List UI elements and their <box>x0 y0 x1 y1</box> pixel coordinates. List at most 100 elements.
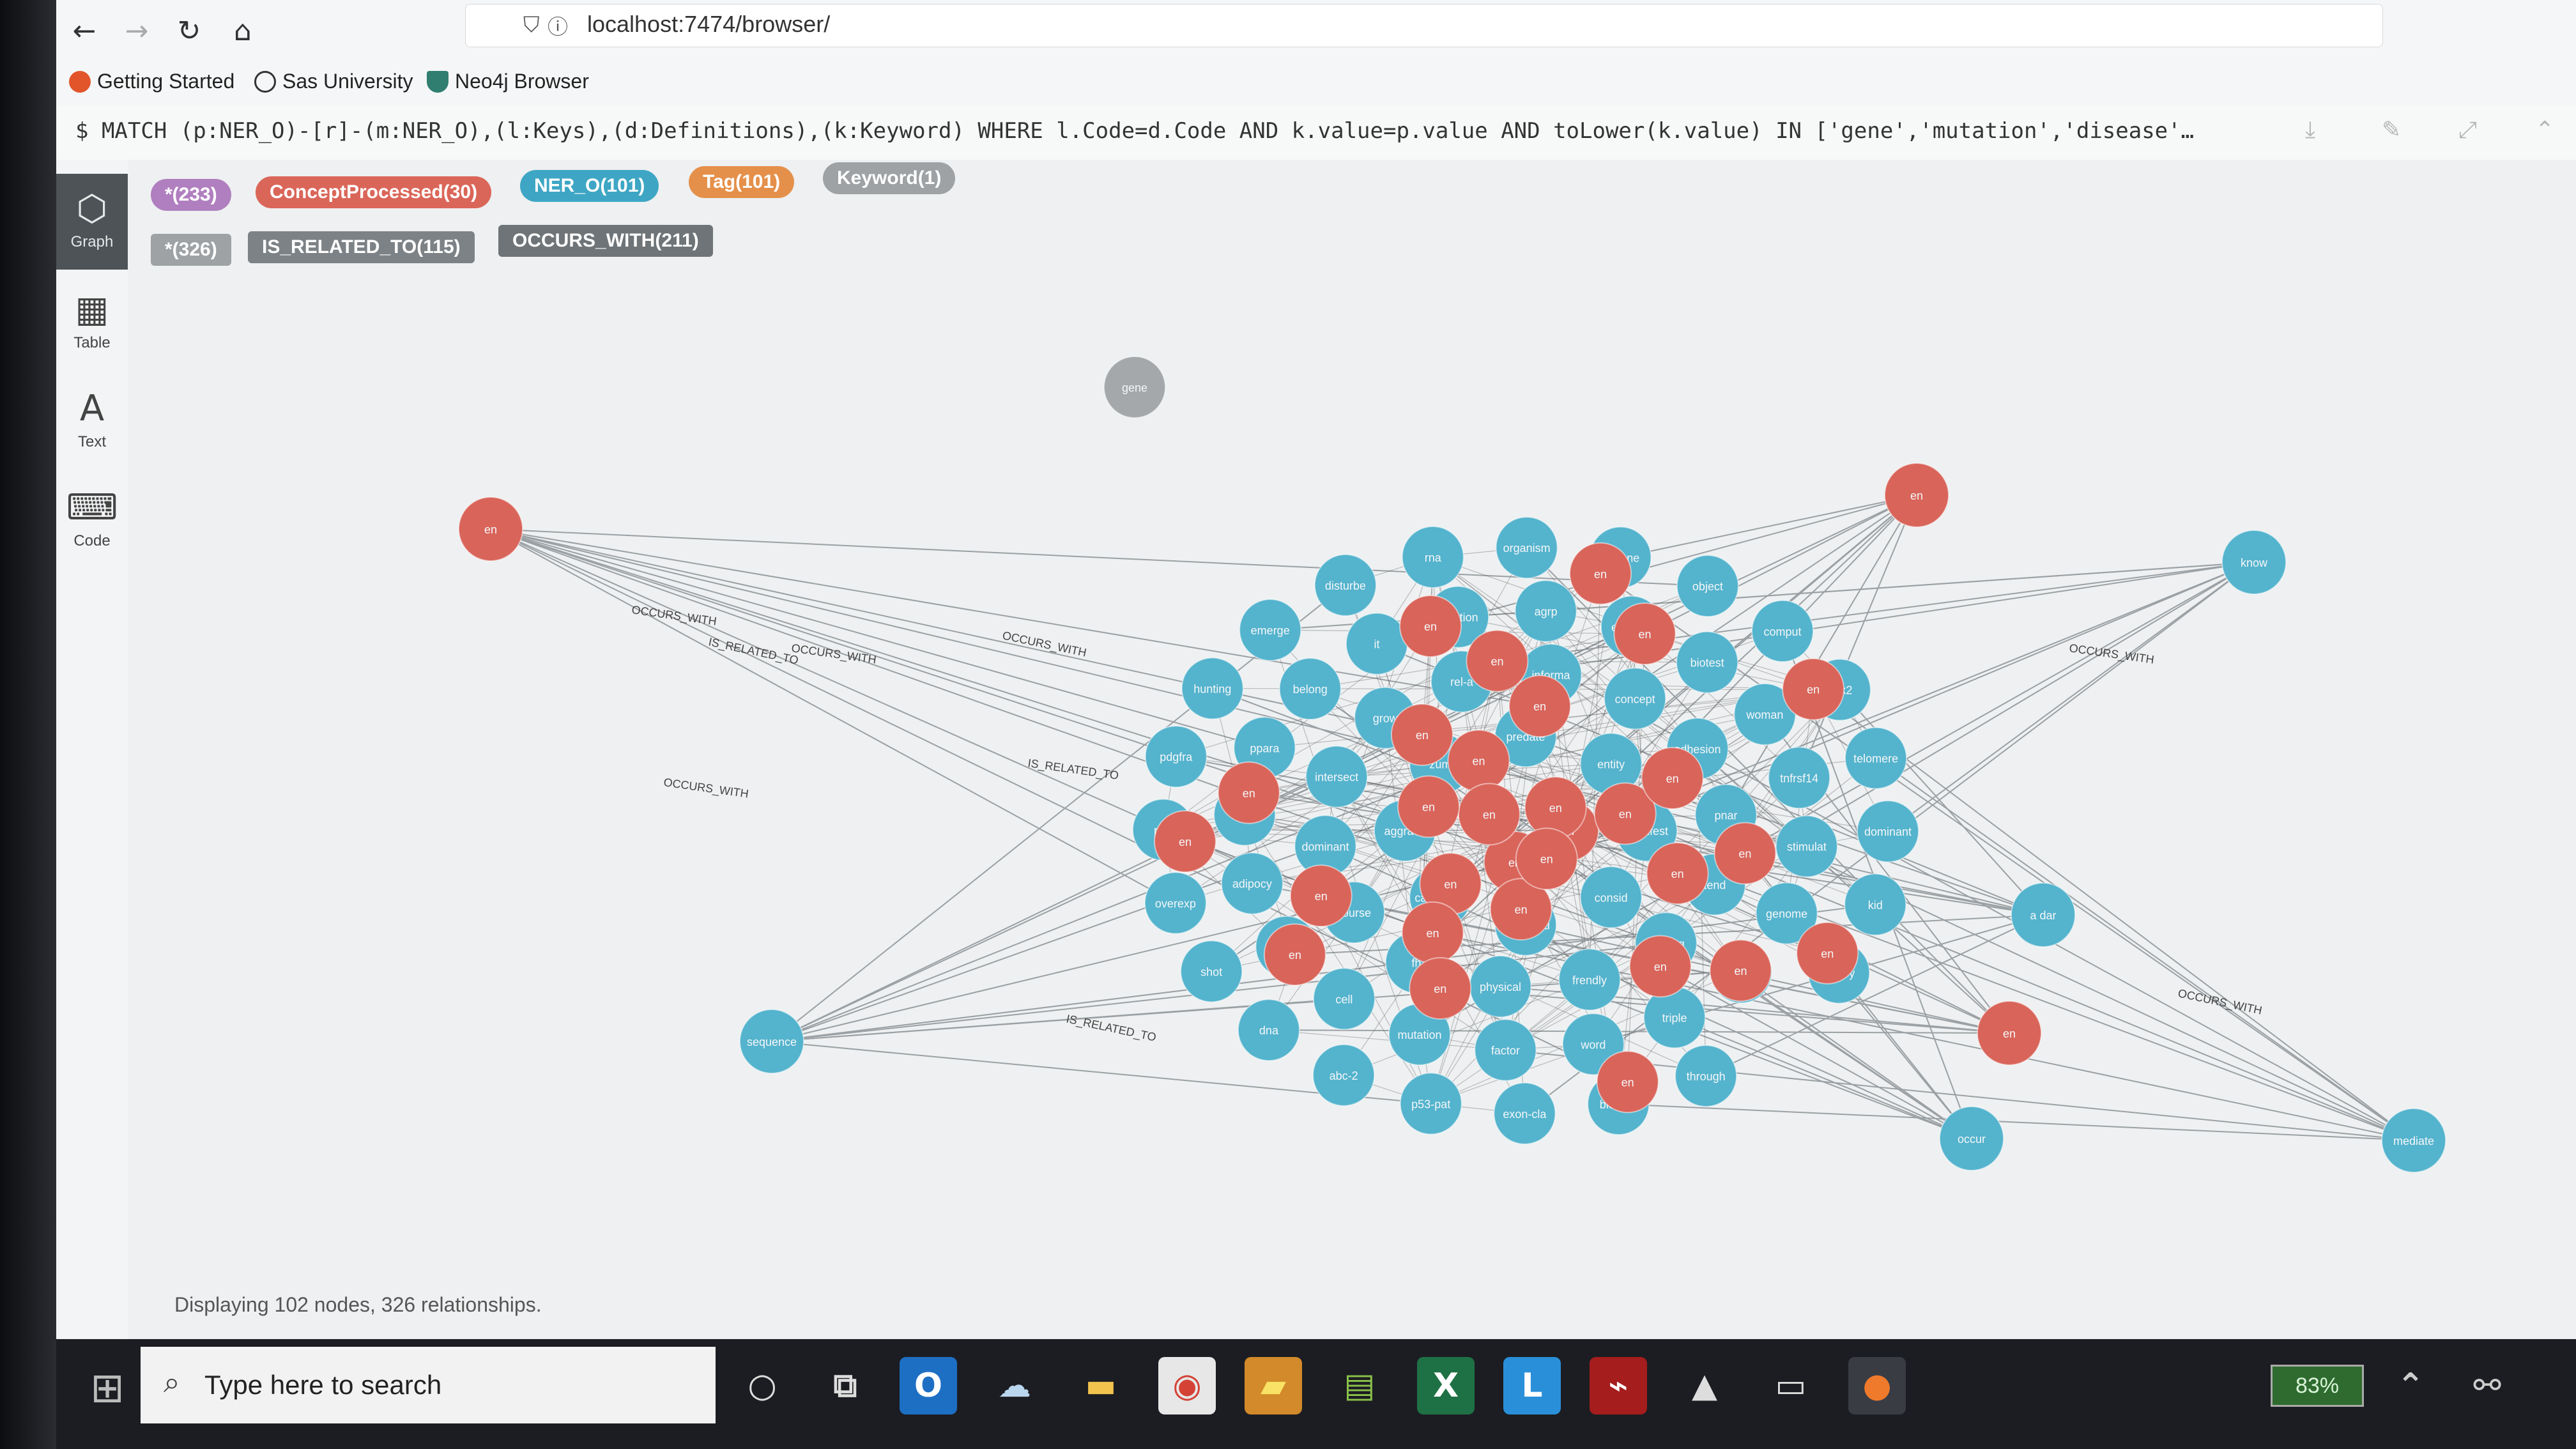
battery-indicator[interactable]: 83% <box>2271 1365 2364 1407</box>
relationship-edge[interactable] <box>771 760 1479 1042</box>
relationship-edge[interactable] <box>490 528 1423 735</box>
node-en[interactable]: en <box>1457 783 1521 846</box>
node-telomere[interactable]: telomere <box>1844 726 1908 790</box>
node-pdgfra[interactable]: pdgfra <box>1144 725 1208 788</box>
back-icon[interactable]: ← <box>72 14 96 47</box>
node-adipocy[interactable]: adipocy <box>1220 852 1284 915</box>
relationship-edge[interactable] <box>1268 1029 1506 1051</box>
node-en[interactable]: en <box>1401 901 1464 964</box>
legend-node-tag[interactable]: Tag(101) <box>689 166 795 198</box>
node-rna[interactable]: rna <box>1401 525 1464 588</box>
legend-node-ner-o[interactable]: NER_O(101) <box>520 170 659 202</box>
relationship-edge[interactable] <box>1875 757 2414 1141</box>
node-a-dar[interactable]: a dar <box>2011 882 2076 947</box>
node-en[interactable]: en <box>1397 775 1460 838</box>
query-bar[interactable]: $ MATCH (p:NER_O)-[r]-(m:NER_O),(l:Keys)… <box>56 105 2576 160</box>
bookmark-neo4j-browser[interactable]: Neo4j Browser <box>427 70 589 93</box>
node-shot[interactable]: shot <box>1180 940 1243 1003</box>
terminal-icon[interactable]: ▭ <box>1775 1367 1807 1405</box>
sidebar-item-table[interactable]: ▦ Table <box>56 275 128 371</box>
relationship-edge[interactable] <box>1620 494 1917 558</box>
relationship-edge[interactable] <box>1660 965 1972 1139</box>
relationship-edge[interactable] <box>1798 494 1917 778</box>
node-en[interactable]: en <box>1409 957 1472 1020</box>
relationship-edge[interactable] <box>1430 662 1708 1104</box>
node-en[interactable]: en <box>1629 935 1692 998</box>
node-en[interactable]: en <box>1515 827 1578 891</box>
legend-node-all[interactable]: *(233) <box>151 179 231 211</box>
sticky-notes-icon[interactable]: ▰ <box>1245 1357 1302 1414</box>
relationship-edge[interactable] <box>1705 914 2044 1077</box>
node-dominant[interactable]: dominant <box>1856 800 1919 863</box>
relationship-edge[interactable] <box>490 528 1708 587</box>
node-know[interactable]: know <box>2221 530 2287 595</box>
node-en[interactable]: en <box>1641 746 1704 809</box>
chrome-icon[interactable]: ◉ <box>1158 1357 1216 1414</box>
acrobat-icon[interactable]: ⌁ <box>1590 1357 1647 1414</box>
relationship-edge[interactable] <box>1813 688 2414 1141</box>
relationship-edge[interactable] <box>1184 689 1840 842</box>
node-en[interactable]: en <box>1782 657 1845 721</box>
info-icon[interactable]: ⓘ <box>548 15 569 39</box>
node-physical[interactable]: physical <box>1469 955 1532 1018</box>
lync-icon[interactable]: L <box>1503 1357 1561 1414</box>
relationship-edge[interactable] <box>490 528 1176 904</box>
node-overexp[interactable]: overexp <box>1144 871 1207 935</box>
url-bar[interactable]: ⛉ ⓘ localhost:7474/browser/ <box>465 4 2383 47</box>
relationship-edge[interactable] <box>1439 763 1972 1139</box>
home-icon[interactable]: ⌂ <box>234 14 252 47</box>
forward-icon[interactable]: → <box>125 14 149 47</box>
sidebar-item-graph[interactable]: ⬡ Graph <box>56 174 128 270</box>
relationship-edge[interactable] <box>490 528 1807 847</box>
relationship-edge[interactable] <box>490 528 1540 707</box>
relationship-edge[interactable] <box>490 528 1354 913</box>
node-p53-pat[interactable]: p53-pat <box>1399 1072 1462 1135</box>
node-en[interactable]: en <box>1646 842 1709 905</box>
node-comput[interactable]: comput <box>1751 599 1814 663</box>
node-en[interactable]: en <box>1569 542 1632 605</box>
node-en[interactable]: en <box>1399 595 1462 658</box>
node-genome[interactable]: genome <box>1755 882 1818 945</box>
node-en[interactable]: en <box>1884 463 1949 528</box>
relationship-edge[interactable] <box>1430 942 1667 1104</box>
node-it[interactable]: it <box>1346 612 1409 675</box>
node-through[interactable]: through <box>1675 1045 1738 1108</box>
node-biotest[interactable]: biotest <box>1676 631 1739 694</box>
relationship-edge[interactable] <box>1430 924 1526 1104</box>
bookmark-sas-university[interactable]: Sas University <box>254 70 413 93</box>
legend-rel-is-related-to[interactable]: IS_RELATED_TO(115) <box>248 231 475 263</box>
firefox-taskbar-icon[interactable]: ● <box>1848 1357 1906 1414</box>
collapse-icon[interactable]: ⌃ <box>2535 117 2555 143</box>
legend-node-keyword[interactable]: Keyword(1) <box>823 162 956 194</box>
relationship-edge[interactable] <box>1461 562 2255 682</box>
node-agrp[interactable]: agrp <box>1514 579 1577 643</box>
node-occur[interactable]: occur <box>1939 1106 2004 1171</box>
node-en[interactable]: en <box>1447 729 1510 792</box>
expand-icon[interactable]: ⤢ <box>2458 117 2477 143</box>
node-exon-cla[interactable]: exon-cla <box>1493 1082 1556 1145</box>
sidebar-item-code[interactable]: ⌨ Code <box>56 473 128 569</box>
file-explorer-icon[interactable]: ▬ <box>1085 1367 1117 1405</box>
relationship-edge[interactable] <box>1674 1016 1972 1139</box>
tray-chevron-icon[interactable]: ⌃ <box>2396 1367 2425 1405</box>
node-consid[interactable]: consid <box>1579 866 1643 929</box>
node-en[interactable]: en <box>1263 923 1326 986</box>
node-sequence[interactable]: sequence <box>739 1009 804 1074</box>
node-en[interactable]: en <box>1390 703 1453 766</box>
relationship-edge[interactable] <box>1887 562 2255 832</box>
relationship-edge[interactable] <box>1725 494 1917 816</box>
node-abc-2[interactable]: abc-2 <box>1312 1043 1376 1107</box>
task-view-icon[interactable]: ⧉ <box>833 1366 857 1405</box>
weather-icon[interactable]: ☁ <box>998 1367 1031 1405</box>
node-stimulat[interactable]: stimulat <box>1775 815 1838 878</box>
relationship-edge[interactable] <box>1618 1103 2414 1141</box>
node-dna[interactable]: dna <box>1237 999 1300 1062</box>
relationship-edge[interactable] <box>1625 813 2044 916</box>
relationship-edge[interactable] <box>1567 830 1742 973</box>
sidebar-item-text[interactable]: A Text <box>56 374 128 470</box>
excel-icon[interactable]: X <box>1417 1357 1475 1414</box>
node-kid[interactable]: kid <box>1844 873 1907 936</box>
node-en[interactable]: en <box>1796 921 1859 985</box>
app-icon[interactable]: ▤ <box>1344 1367 1376 1405</box>
reload-icon[interactable]: ↻ <box>177 14 201 47</box>
